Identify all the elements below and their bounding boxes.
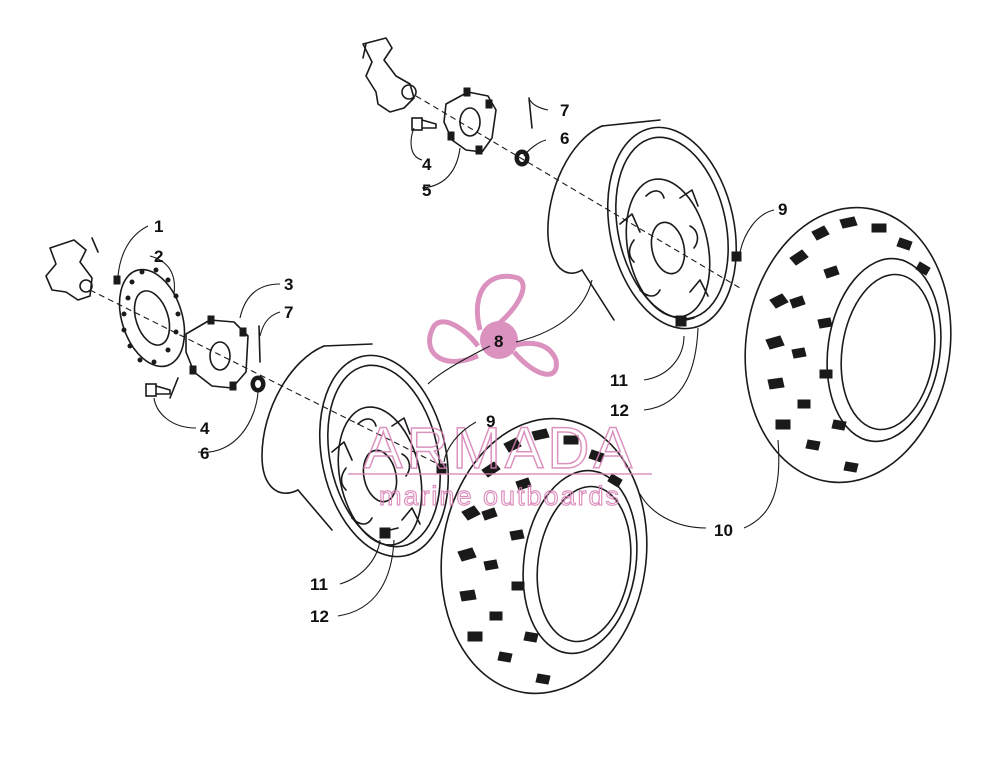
callout-6-front: 6 [200, 444, 209, 463]
callout-2: 2 [154, 247, 163, 266]
callout-7-front: 7 [284, 303, 293, 322]
callouts: 1 2 3 7 4 6 4 5 7 6 8 9 9 10 11 12 11 12 [154, 101, 787, 626]
front-hub-bolt [145, 383, 171, 397]
rear-hub-bolt [411, 117, 437, 131]
callout-9-rear: 9 [778, 200, 787, 219]
rear-valve-stem [675, 315, 695, 327]
callout-1: 1 [154, 217, 163, 236]
front-lug-nut [436, 463, 447, 474]
callout-12-rear: 12 [610, 401, 629, 420]
watermark-tagline: marine outboards [379, 481, 621, 511]
front-axle-nut [250, 375, 266, 393]
callout-5: 5 [422, 181, 431, 200]
front-knuckle [45, 237, 99, 301]
front-axis-line [89, 289, 447, 469]
rear-cotter-pin [528, 97, 533, 129]
rear-axis-line [415, 95, 741, 289]
callout-8: 8 [494, 332, 503, 351]
brake-disc [118, 267, 186, 368]
rear-hub [443, 87, 497, 155]
callout-11-front: 11 [310, 575, 328, 594]
propeller-hub [480, 321, 518, 359]
callout-3: 3 [284, 275, 293, 294]
callout-9-front: 9 [486, 412, 495, 431]
front-hub [169, 315, 249, 399]
front-tire [440, 417, 648, 695]
rear-lug-nut [731, 251, 742, 262]
watermark-brand: ARMADA [364, 416, 636, 481]
brake-disc-bolt [113, 275, 121, 285]
rear-knuckle [362, 37, 417, 113]
callout-12-front: 12 [310, 607, 329, 626]
armada-watermark: ARMADA marine outboards [348, 273, 652, 512]
front-wheel-rim [261, 343, 450, 558]
callout-4-front: 4 [200, 419, 210, 438]
propeller-logo-icon [427, 273, 559, 377]
front-cotter-pin [258, 325, 261, 363]
callout-6-rear: 6 [560, 129, 569, 148]
callout-7-rear: 7 [560, 101, 569, 120]
rear-tire [744, 206, 952, 484]
callout-10: 10 [714, 521, 733, 540]
callout-11-rear: 11 [610, 371, 628, 390]
callout-4-rear: 4 [422, 155, 432, 174]
front-valve-stem [379, 527, 399, 539]
leader-lines [117, 99, 780, 617]
